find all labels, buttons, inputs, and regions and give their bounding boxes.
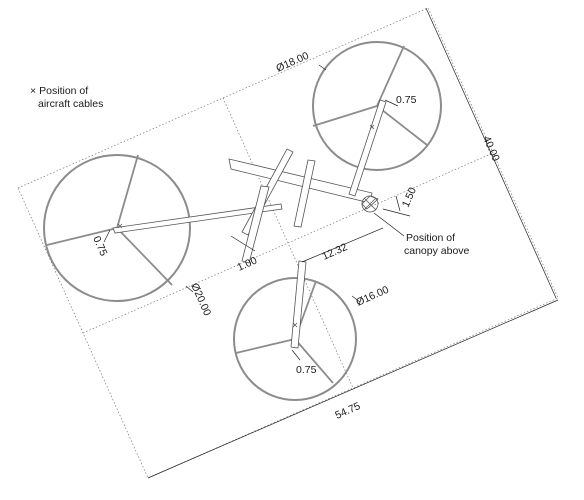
dim-label-canopy-offset: 12.32 xyxy=(320,241,349,263)
leader-canopy-note xyxy=(373,212,405,237)
cable-markers xyxy=(117,124,375,328)
dim-label-diameter-left: Ø20.00 xyxy=(188,281,213,317)
dim-line-offset-bottom xyxy=(291,349,301,361)
dim-line-width xyxy=(147,299,559,479)
canopy-note-line-1: Position of xyxy=(406,232,455,244)
dim-line-offset-top xyxy=(384,99,399,107)
legend-line-1: ×Position of xyxy=(30,85,88,97)
site-boundary xyxy=(17,7,559,479)
pole-bottom-arm xyxy=(290,260,307,349)
legend-text-1: Position of xyxy=(39,85,88,97)
pole-left-arm xyxy=(112,203,283,234)
dim-tick-canopy-gap xyxy=(395,195,401,212)
cable-cross-left xyxy=(117,223,123,229)
legend-marker: × xyxy=(30,85,36,97)
center-line-horizontal xyxy=(82,152,494,334)
dim-line-offset-left xyxy=(103,229,111,243)
leader-diameter-top xyxy=(318,64,327,71)
legend-line-2: aircraft cables xyxy=(38,98,103,110)
dim-line-pole-width xyxy=(230,235,256,252)
dim-label-canopy-gap: 1.50 xyxy=(400,186,419,210)
dim-label-height: 40.00 xyxy=(480,134,502,163)
dim-label-offset-bottom: 0.75 xyxy=(296,364,317,376)
circle-bottom xyxy=(233,277,357,401)
poles xyxy=(112,99,387,349)
cable-cross-top xyxy=(369,124,375,130)
dim-label-offset-top: 0.75 xyxy=(396,94,417,106)
leader-diameter-left xyxy=(185,285,194,293)
dim-label-diameter-top: Ø18.00 xyxy=(274,50,310,75)
cable-cross-bottom xyxy=(292,322,298,328)
canopy-note-line-2: canopy above xyxy=(404,245,470,257)
dim-label-pole-width: 1.00 xyxy=(235,254,259,273)
dim-line-canopy-offset xyxy=(301,227,384,263)
dim-label-diameter-bottom: Ø16.00 xyxy=(354,284,390,309)
dim-label-width: 54.75 xyxy=(333,400,362,422)
pole-top-arm xyxy=(348,99,387,197)
circle-top xyxy=(312,41,442,171)
canopy-marker xyxy=(361,195,379,213)
dim-line-height xyxy=(425,7,557,299)
pole-left-diagonal xyxy=(241,185,270,264)
leader-diameter-bottom xyxy=(351,295,361,303)
center-line-vertical xyxy=(222,97,354,389)
pole-short xyxy=(293,159,316,228)
dim-label-offset-left: 0.75 xyxy=(90,234,109,258)
dimension-lines xyxy=(103,7,559,479)
dim-line-canopy-gap xyxy=(382,208,411,217)
circle-left xyxy=(43,154,191,302)
